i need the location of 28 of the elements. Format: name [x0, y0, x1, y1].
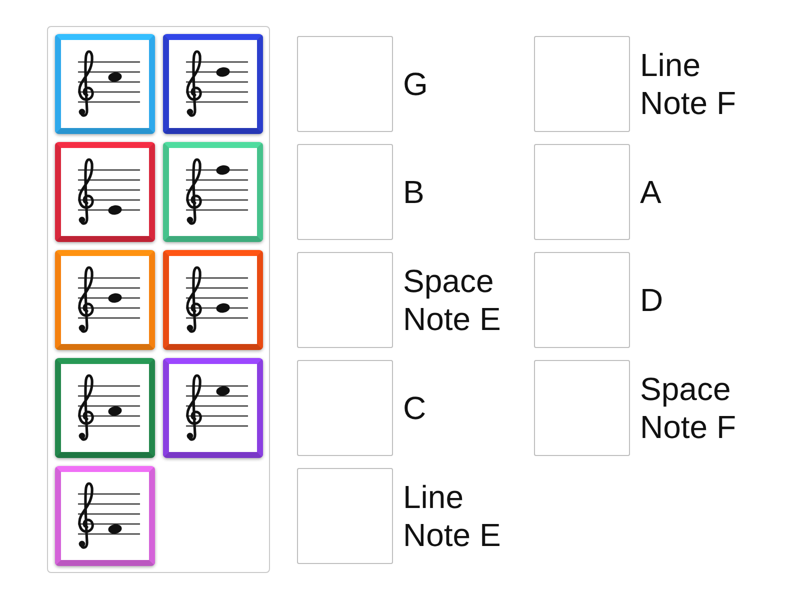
- match-label: C: [403, 389, 428, 427]
- match-label: Space Note F: [640, 370, 738, 446]
- answer-box: [534, 144, 630, 240]
- note-card: [55, 34, 155, 134]
- match-label: A: [640, 173, 662, 211]
- answer-box: [534, 360, 630, 456]
- match-label: D: [640, 281, 664, 319]
- answer-box: [297, 360, 393, 456]
- answer-box: [534, 252, 630, 348]
- match-label: Line Note E: [403, 478, 502, 554]
- note-card: [163, 142, 263, 242]
- note-card: [55, 142, 155, 242]
- answer-box: [297, 468, 393, 564]
- note-card: [163, 358, 263, 458]
- match-label: Space Note E: [403, 262, 502, 338]
- note-card: [55, 250, 155, 350]
- answer-box: [297, 144, 393, 240]
- note-card: [163, 250, 263, 350]
- note-card: [163, 34, 263, 134]
- card-tray: [47, 26, 270, 573]
- match-label: G: [403, 65, 429, 103]
- note-card: [55, 358, 155, 458]
- match-label: Line Note F: [640, 46, 738, 122]
- answer-box: [297, 36, 393, 132]
- note-card: [55, 466, 155, 566]
- answer-box: [297, 252, 393, 348]
- answer-box: [534, 36, 630, 132]
- match-label: B: [403, 173, 426, 211]
